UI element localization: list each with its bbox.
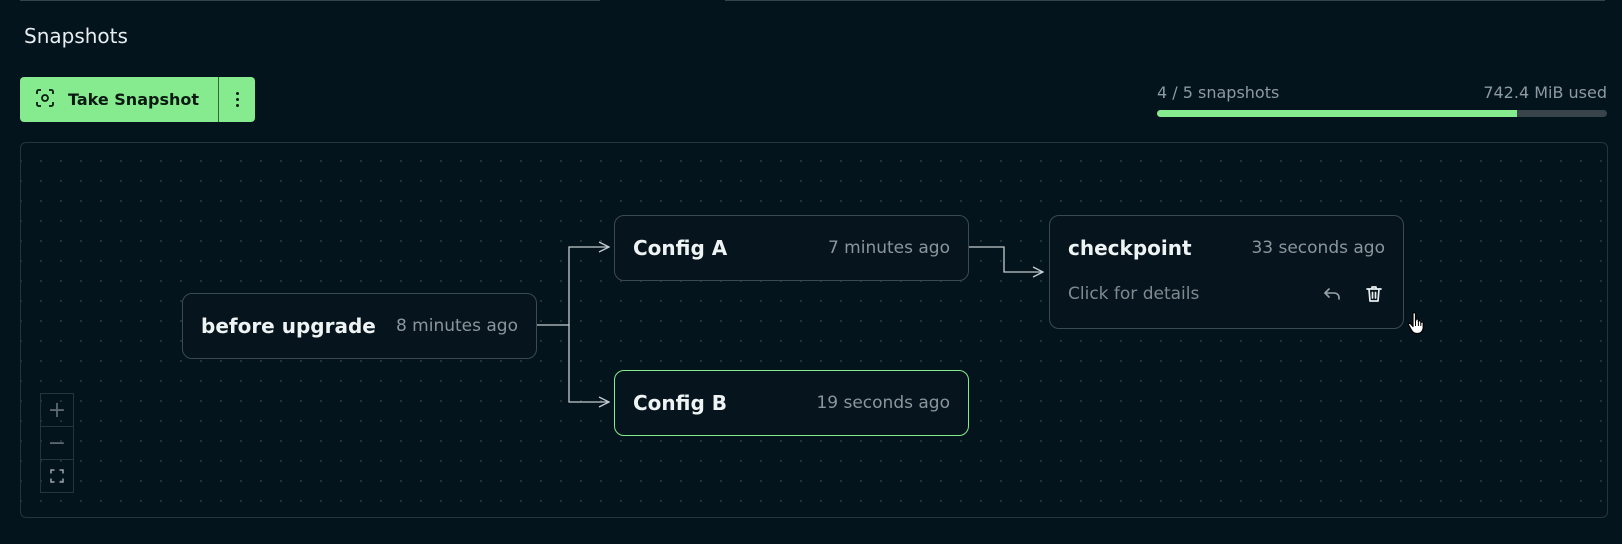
snapshot-time: 33 seconds ago [1251, 238, 1385, 258]
edge-before-upgrade-config-b [568, 325, 609, 402]
snapshot-node-config-b[interactable]: Config B 19 seconds ago [614, 370, 969, 436]
edge-config-a-checkpoint [965, 246, 1043, 272]
storage-used: 742.4 MiB used [1483, 83, 1607, 102]
zoom-in-button[interactable]: + [41, 394, 73, 427]
restore-icon[interactable] [1321, 283, 1343, 305]
snapshot-name: Config A [633, 236, 728, 260]
snapshot-tree-canvas[interactable]: before upgrade 8 minutes ago Config A 7 … [20, 142, 1608, 518]
tree-edges [530, 143, 1607, 517]
camera-focus-icon [36, 88, 54, 111]
usage-bar [1157, 110, 1607, 117]
snapshot-node-config-a[interactable]: Config A 7 minutes ago [614, 215, 969, 281]
top-divider-right [725, 0, 1605, 1]
details-hint: Click for details [1068, 284, 1200, 304]
zoom-out-button[interactable]: − [41, 427, 73, 460]
snapshot-count: 4 / 5 snapshots [1157, 83, 1280, 102]
top-divider-left [20, 0, 600, 1]
snapshot-time: 8 minutes ago [395, 316, 518, 336]
usage-bar-fill [1157, 110, 1517, 117]
snapshot-time: 19 seconds ago [816, 393, 950, 413]
snapshot-node-checkpoint[interactable]: checkpoint 33 seconds ago Click for deta… [1049, 215, 1404, 329]
zoom-controls: + − [40, 393, 74, 493]
snapshot-name: before upgrade [201, 314, 376, 338]
snapshot-name: Config B [633, 391, 728, 415]
pointer-hand-cursor [1407, 311, 1427, 339]
snapshot-name: checkpoint [1068, 236, 1192, 260]
section-title: Snapshots [24, 24, 128, 48]
snapshot-usage: 4 / 5 snapshots 742.4 MiB used [1157, 83, 1607, 117]
snapshot-node-before-upgrade[interactable]: before upgrade 8 minutes ago [182, 293, 537, 359]
snapshot-time: 7 minutes ago [827, 238, 950, 258]
take-snapshot-button[interactable]: Take Snapshot [20, 77, 218, 122]
take-snapshot-group: Take Snapshot [20, 77, 255, 122]
fit-view-icon [50, 464, 64, 489]
trash-icon[interactable] [1363, 283, 1385, 305]
snapshot-menu-button[interactable] [218, 77, 255, 122]
take-snapshot-label: Take Snapshot [68, 90, 199, 109]
more-vertical-icon [235, 92, 239, 107]
edge-before-upgrade-config-a [530, 247, 609, 326]
fit-view-button[interactable] [41, 460, 73, 492]
